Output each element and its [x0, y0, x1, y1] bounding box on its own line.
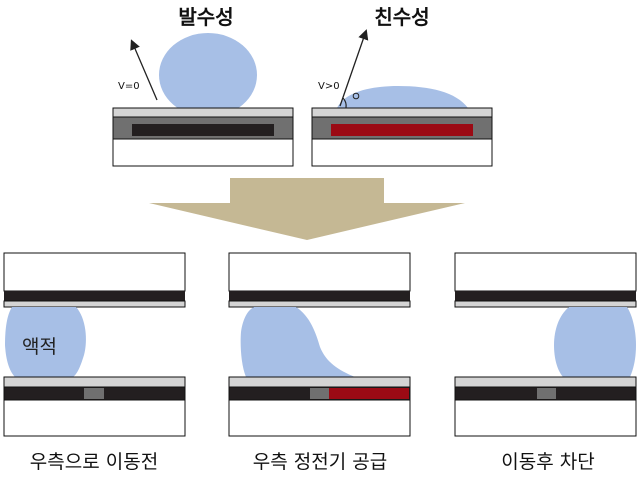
electrode-gap	[84, 388, 104, 399]
hydrophilic-device: V>0	[311, 29, 493, 167]
contact-angle-arrow	[130, 39, 158, 101]
title-hydrophilic: 친수성	[374, 5, 429, 29]
droplet-stretched	[240, 307, 355, 377]
bottom-coating	[228, 376, 411, 388]
top-plate	[228, 252, 411, 292]
droplet-hydrophobic	[159, 33, 257, 117]
contact-angle-arrow	[339, 29, 369, 107]
top-electrode	[229, 291, 410, 301]
droplet	[5, 307, 86, 377]
top-coating	[454, 300, 637, 308]
droplet-label: 액적	[22, 336, 57, 358]
bottom-plate	[454, 399, 637, 437]
droplet-hydrophilic	[337, 86, 468, 108]
droplet	[554, 307, 636, 377]
hydrophobic-device: V=0	[112, 33, 294, 167]
top-surface-layer	[311, 107, 493, 118]
panel-before-move: 액적	[3, 252, 186, 437]
substrate	[112, 138, 294, 167]
electrode-on	[331, 124, 473, 136]
transition-arrow	[149, 178, 465, 240]
caption-step3: 이동후 차단	[501, 451, 594, 473]
electrode-gap	[537, 388, 556, 399]
bottom-plate	[3, 399, 186, 437]
top-plate	[454, 252, 637, 292]
voltage-label-right: V>0	[318, 81, 340, 92]
top-surface-layer	[112, 107, 294, 118]
panel-after-move	[454, 252, 637, 437]
title-hydrophobic: 발수성	[178, 5, 233, 29]
contact-angle-arc	[342, 97, 347, 109]
top-plate	[3, 252, 186, 292]
bottom-coating	[454, 376, 637, 388]
caption-step2: 우측 정전기 공급	[253, 451, 387, 473]
substrate	[311, 138, 493, 167]
voltage-label-left: V=0	[118, 81, 140, 92]
top-coating	[228, 300, 411, 308]
top-coating	[3, 300, 186, 308]
top-electrode	[4, 291, 185, 301]
electrode-on	[329, 388, 409, 399]
electrode-gap	[310, 388, 329, 399]
degree-symbol	[352, 92, 360, 100]
panel-electrostatic-supply	[228, 252, 411, 437]
bottom-plate	[228, 399, 411, 437]
bottom-coating	[3, 376, 186, 388]
top-electrode	[455, 291, 636, 301]
electrode-off	[132, 124, 274, 136]
caption-step1: 우측으로 이동전	[30, 451, 158, 473]
